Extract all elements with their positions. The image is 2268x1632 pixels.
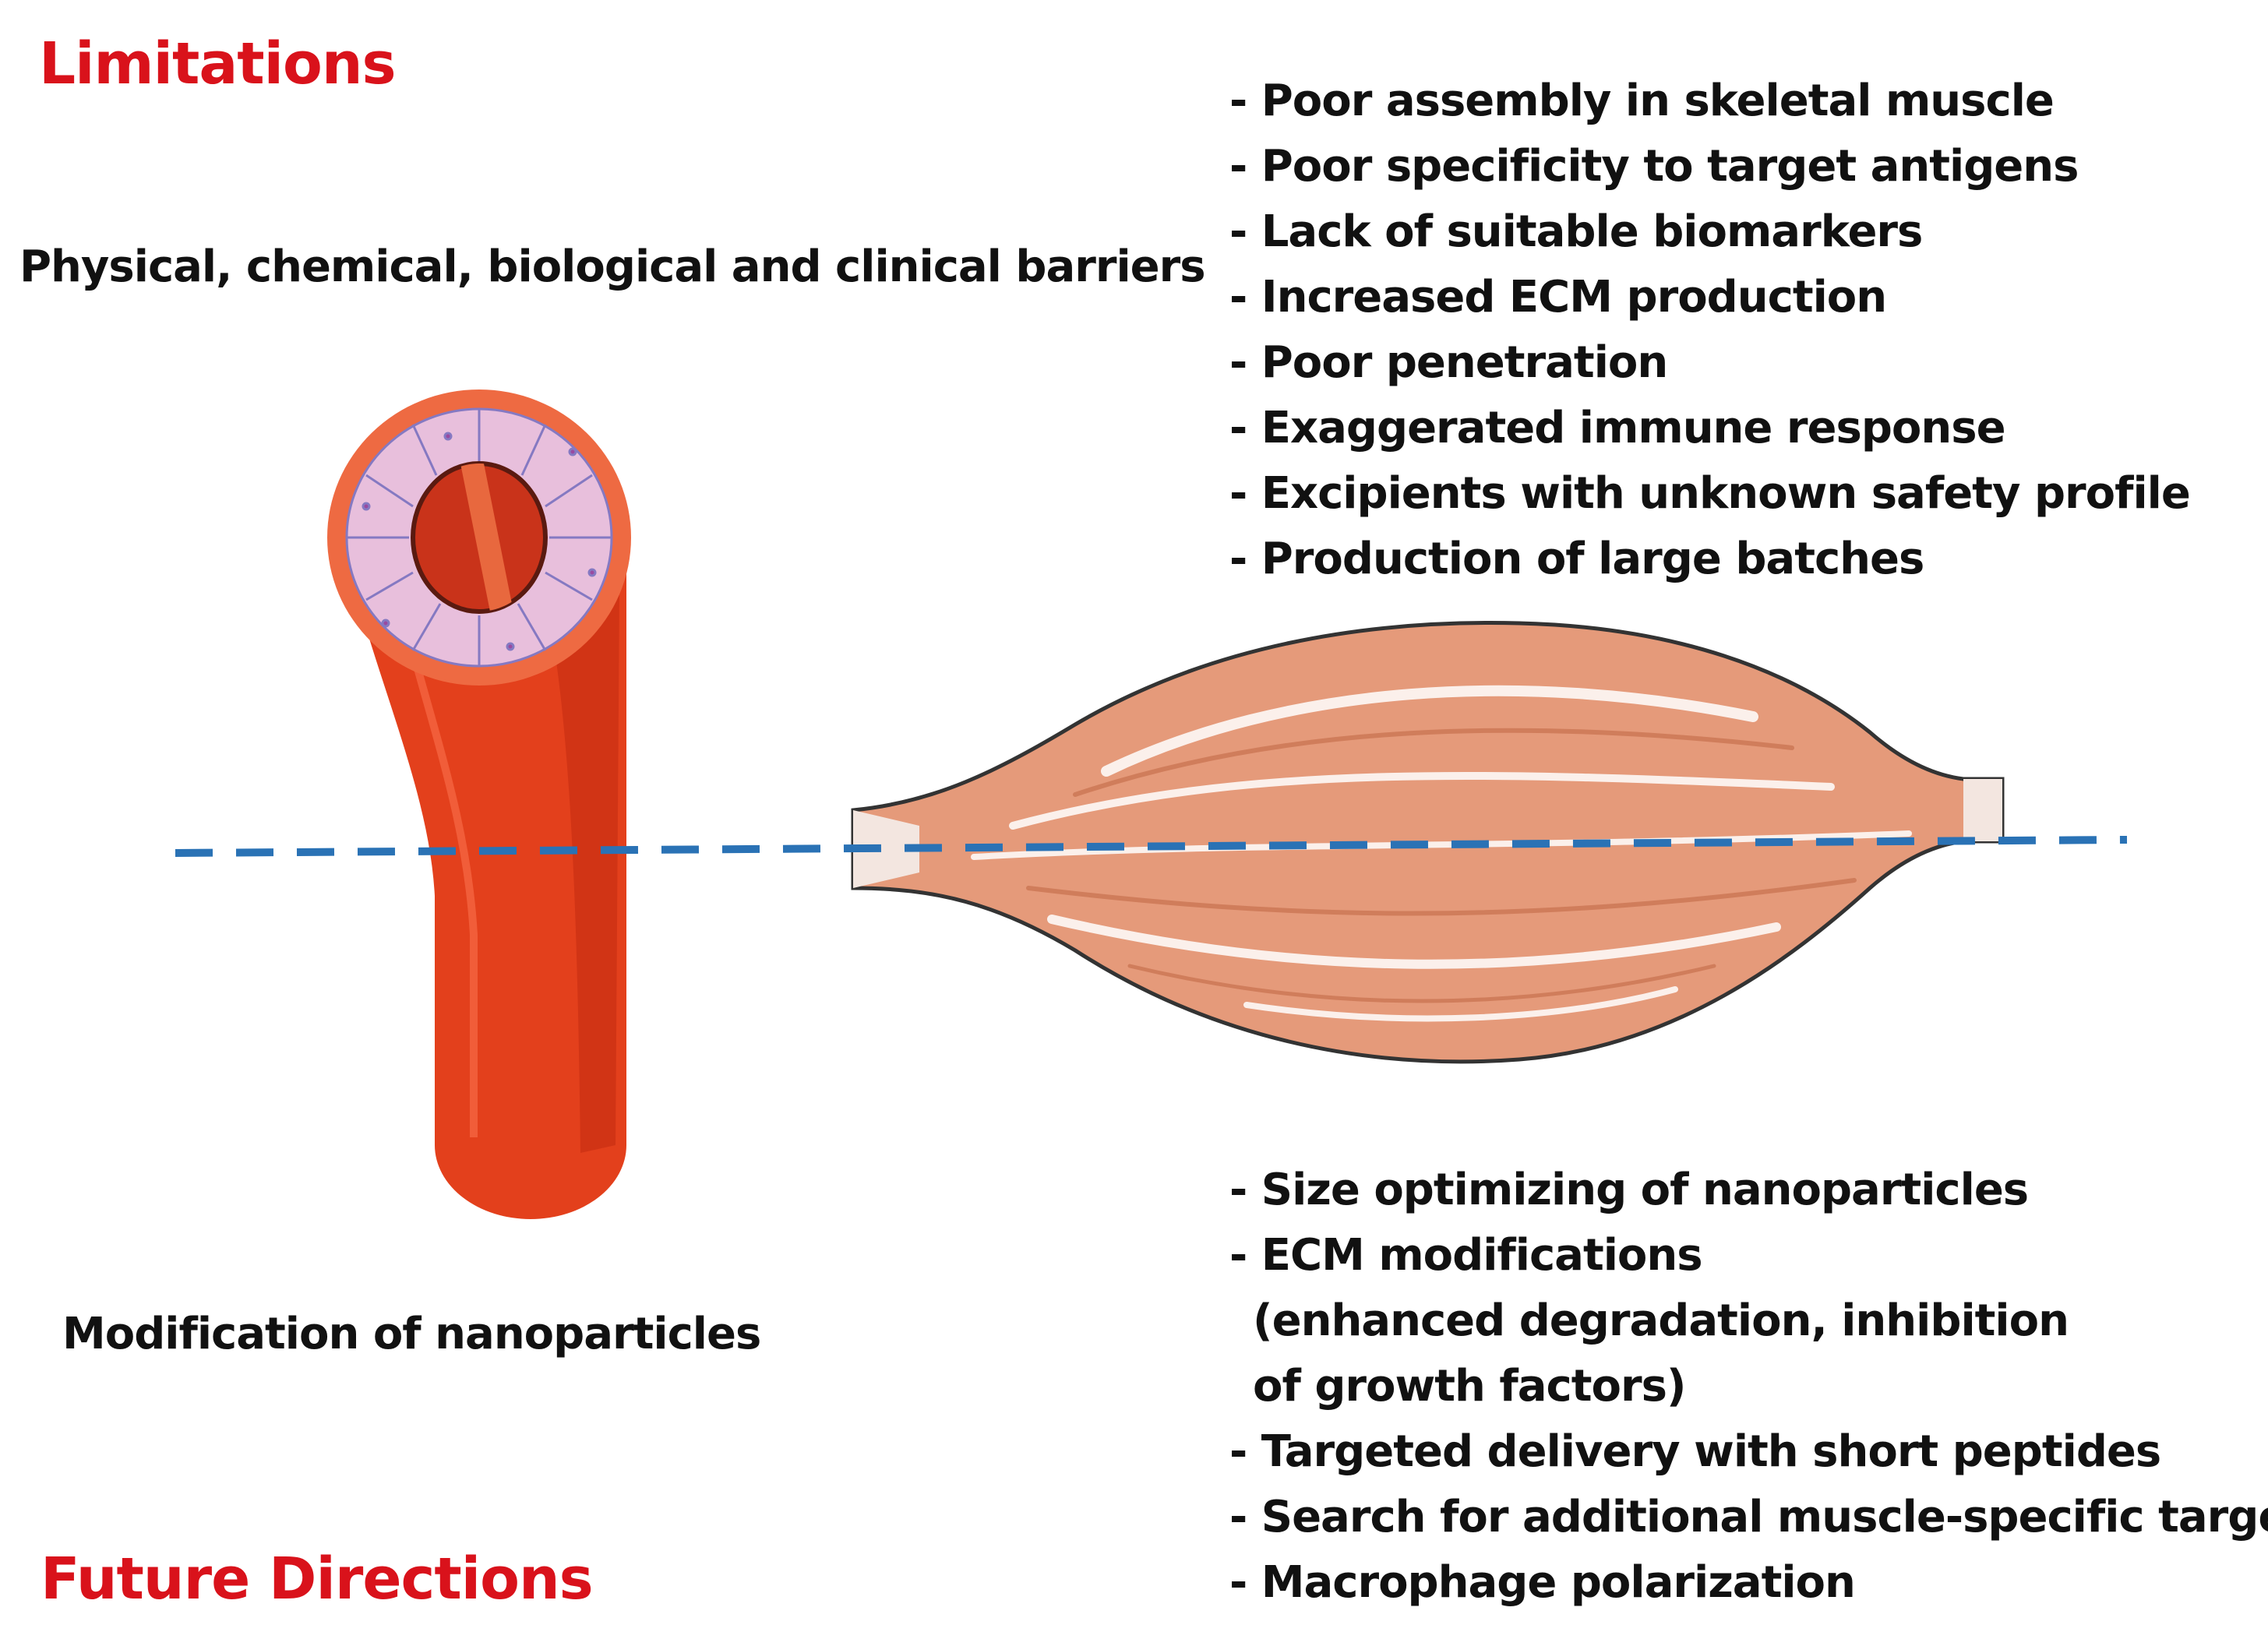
list-item: - Excipients with unknown safety profile (1229, 468, 2191, 519)
muscle-fiber-highlights (971, 685, 1912, 1022)
list-item: - Production of large batches (1229, 534, 1924, 584)
limitations-heading: Limitations (39, 30, 397, 97)
list-item: - Increased ECM production (1229, 272, 1887, 323)
list-item: of growth factors) (1253, 1361, 1687, 1412)
endothelial-cells (347, 409, 612, 666)
list-item: - Poor specificity to target antigens (1229, 141, 2079, 192)
right-tendon (1963, 779, 2002, 841)
list-item: (enhanced degradation, inhibition (1253, 1295, 2069, 1346)
vessel-shading (545, 592, 619, 1153)
list-item: - Search for additional muscle-specific … (1229, 1492, 2268, 1542)
barriers-label: Physical, chemical, biological and clini… (19, 241, 1206, 292)
future-directions-list: - Size optimizing of nanoparticles - ECM… (1229, 1158, 2268, 1616)
list-item: - Poor assembly in skeletal muscle (1229, 76, 2055, 126)
list-item: - Macrophage polarization (1229, 1557, 1856, 1608)
list-item: - Lack of suitable biomarkers (1229, 206, 1923, 257)
list-item: - Size optimizing of nanoparticles (1229, 1165, 2029, 1215)
muscle-fiber-shading (1026, 728, 1857, 1003)
list-item: - Poor penetration (1229, 337, 1668, 388)
lumen-shine (460, 464, 514, 612)
list-item: - Exaggerated immune response (1229, 403, 2006, 453)
list-item: - Targeted delivery with short peptides (1229, 1426, 2161, 1477)
left-tendon (853, 810, 919, 888)
limitations-list: - Poor assembly in skeletal muscle - Poo… (1229, 69, 2191, 592)
divider-dashed-line (175, 836, 2128, 857)
future-directions-heading: Future Directions (41, 1546, 594, 1613)
modification-label: Modification of nanoparticles (62, 1309, 761, 1359)
blood-vessel-illustration (327, 389, 631, 1219)
list-item: - ECM modifications (1229, 1230, 1703, 1281)
